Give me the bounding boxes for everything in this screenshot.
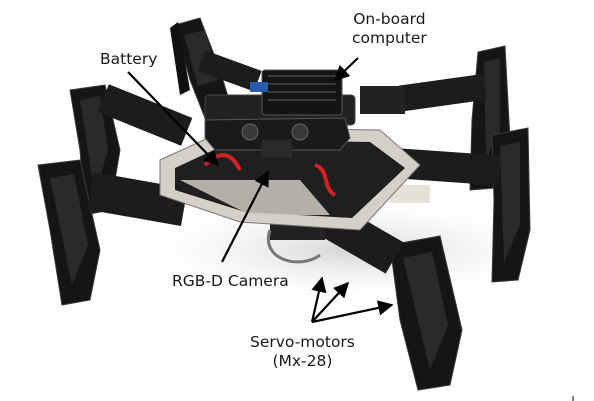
label-servo-motors: Servo-motors (Mx-28) (250, 333, 355, 370)
leg-rear-left (170, 17, 262, 119)
wire-right (314, 163, 337, 197)
rgbd-camera (204, 117, 351, 158)
arrow-servo-3 (311, 300, 394, 324)
servo-cables (266, 229, 321, 264)
arrow-battery (127, 71, 220, 167)
label-rgbd-camera: RGB-D Camera (172, 272, 289, 290)
leg-rear-right (360, 45, 511, 191)
leg-middle-right (390, 127, 531, 283)
arrow-servo-2 (310, 276, 327, 323)
label-battery: Battery (100, 50, 158, 68)
arrow-rgbd-camera (221, 170, 269, 263)
arrow-servo-1 (311, 281, 350, 323)
label-onboard-computer: On-board computer (352, 10, 427, 47)
arrow-onboard-computer (333, 57, 359, 82)
